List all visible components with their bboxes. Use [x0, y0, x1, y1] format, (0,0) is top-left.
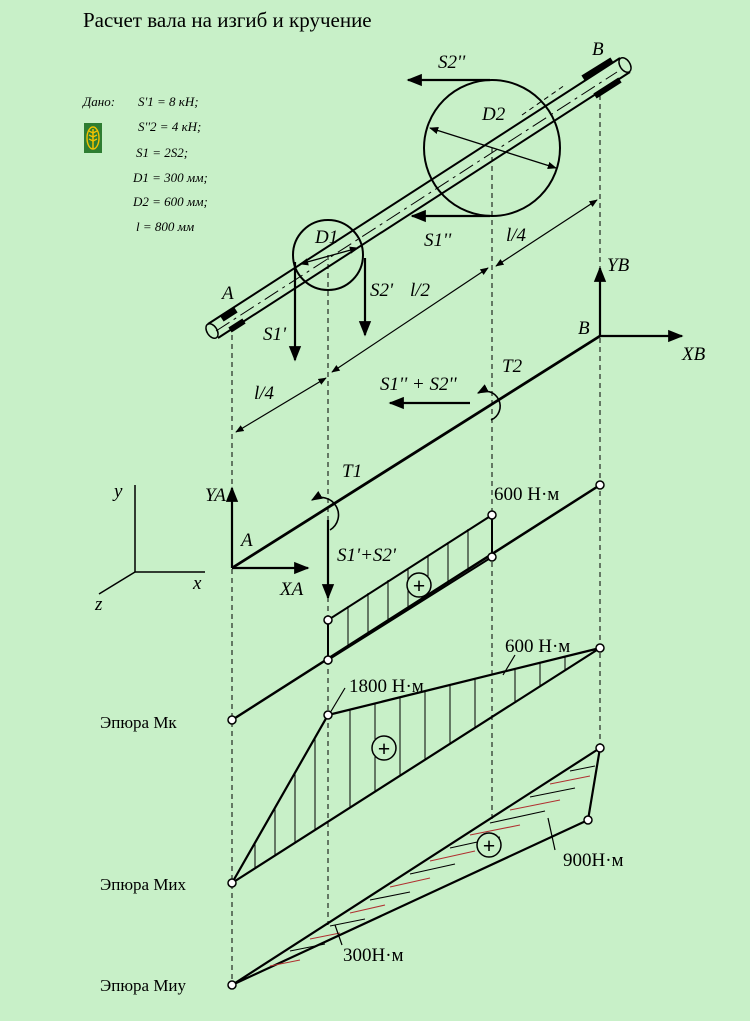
label-l4-right: l/4 [506, 225, 527, 246]
given-line: S''2 = 4 кН; [138, 119, 202, 134]
label-l4-left: l/4 [254, 383, 275, 404]
plus-signs [371, 572, 502, 858]
moment-y-value-900: 900Н·м [563, 850, 624, 871]
torque-value-600: 600 Н·м [494, 484, 559, 505]
axis-x-label: x [192, 573, 202, 594]
label-xb: XB [681, 344, 706, 365]
plus-sign: + [413, 573, 426, 598]
shaft [205, 57, 632, 339]
label-d1: D1 [314, 227, 338, 248]
coord-axes [98, 485, 205, 595]
moment-x-value-600: 600 Н·м [505, 636, 570, 657]
equivalent-shaft [225, 266, 684, 600]
label-t1: T1 [342, 461, 362, 482]
diagram-label-mix: Эпюра Mих [100, 875, 187, 894]
label-s1s2-single: S1'+S2' [337, 545, 397, 566]
axis-y-label: y [112, 481, 123, 502]
label-s1-double: S1'' [424, 230, 452, 251]
label-xa: XA [279, 579, 304, 600]
given-line: l = 800 мм [136, 219, 195, 234]
moment-y-diagram [231, 745, 602, 986]
label-s2-single: S2' [370, 280, 394, 301]
label-ya: YA [205, 485, 226, 506]
moment-y-value-300: 300Н·м [343, 945, 404, 966]
wheat-emblem-icon [84, 123, 102, 153]
projection-lines [231, 84, 601, 985]
given-line: S'1 = 8 кН; [138, 94, 199, 109]
label-s2-double: S2'' [438, 52, 466, 73]
moment-x-diagram [231, 646, 601, 884]
given-line: D1 = 300 мм; [133, 170, 208, 185]
moment-x-value-1800: 1800 Н·м [349, 676, 424, 697]
dimension-lines [235, 199, 598, 433]
label-s1-single: S1' [263, 324, 287, 345]
given-line: D2 = 600 мм; [133, 194, 208, 209]
diagram-label-miy: Эпюра Mиу [100, 976, 187, 995]
label-t2: T2 [502, 356, 523, 377]
label-b-top: B [592, 39, 604, 60]
diagram-label-mk: Эпюра Mк [100, 713, 177, 732]
given-header: Дано: [83, 94, 116, 109]
given-line: S1 = 2S2; [136, 145, 189, 160]
label-a: A [239, 530, 253, 551]
plus-sign: + [378, 736, 391, 761]
node-points [227, 480, 605, 990]
plus-sign: + [483, 833, 496, 858]
label-l2: l/2 [410, 280, 431, 301]
label-d2: D2 [481, 104, 506, 125]
label-yb: YB [607, 255, 630, 276]
axis-z-label: z [94, 594, 103, 615]
page-title: Расчет вала на изгиб и кручение [83, 8, 372, 32]
label-s1s2-double: S1'' + S2'' [380, 374, 458, 395]
label-a-top: A [220, 283, 234, 304]
pulley-d2 [423, 79, 561, 217]
label-b: B [578, 318, 590, 339]
pulley-d1 [292, 219, 364, 291]
